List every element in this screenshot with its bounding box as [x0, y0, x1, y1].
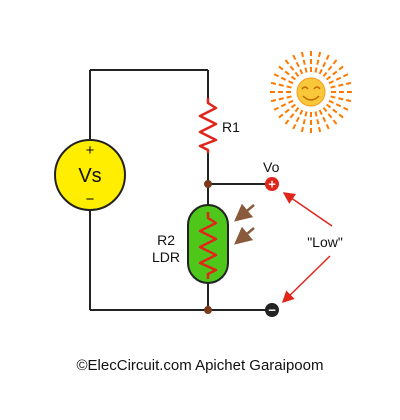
sun-left-eye	[301, 86, 309, 90]
sun-face	[296, 77, 326, 107]
sun-ray	[291, 109, 304, 133]
incident-light-arrows	[234, 203, 255, 245]
ldr-r2: R2 LDR	[152, 204, 229, 284]
vo-plus-terminal	[265, 177, 279, 191]
sun-ray	[326, 63, 347, 81]
low-label: "Low"	[307, 234, 343, 250]
sun-ray	[328, 99, 352, 112]
ldr-zigzag	[198, 212, 218, 279]
source-plus-sign: +	[86, 142, 95, 159]
low-annotation: "Low"	[281, 192, 343, 304]
vo-plus-sign: +	[268, 177, 276, 192]
sun-ray	[322, 107, 340, 128]
output-terminal-negative: −	[265, 303, 279, 318]
sun-ray	[270, 99, 294, 112]
ldr-label-ldr: LDR	[152, 249, 180, 265]
low-arrow-down	[281, 255, 331, 304]
copyright-credit: ©ElecCircuit.com Apichet Garaipoom	[76, 357, 324, 374]
sun-ray	[267, 81, 292, 89]
sun-ray	[282, 107, 300, 128]
sun-rays	[267, 48, 355, 136]
sun-icon	[267, 48, 355, 136]
source-circle	[54, 139, 126, 211]
vo-minus-sign: −	[268, 303, 276, 318]
sun-ray	[322, 56, 340, 77]
junction-dot-bottom	[204, 306, 212, 314]
light-arrow-2	[234, 226, 255, 245]
sun-ray	[330, 95, 355, 103]
sun-ray	[330, 81, 355, 89]
sun-ray	[275, 103, 296, 121]
low-arrow-up	[282, 192, 333, 227]
sun-ray	[314, 111, 322, 136]
sun-smile	[302, 95, 320, 101]
vo-label: Vo	[263, 159, 280, 175]
sun-ray	[314, 48, 322, 73]
sun-ray	[291, 51, 304, 75]
sun-ray	[326, 103, 347, 121]
sun-ray	[267, 95, 292, 103]
vo-minus-terminal	[265, 303, 279, 317]
voltage-source: Vs + −	[54, 139, 126, 211]
sun-right-eye	[313, 86, 321, 90]
sun-ray	[300, 111, 308, 136]
resistor-r1: R1	[198, 98, 240, 153]
sun-ray	[270, 72, 294, 85]
output-terminal-positive: + Vo	[263, 159, 280, 192]
sun-ray	[318, 109, 331, 133]
sun-ray	[275, 63, 296, 81]
r1-zigzag	[198, 98, 218, 153]
source-minus-sign: −	[86, 191, 95, 208]
light-arrow-1	[234, 203, 255, 222]
sun-ray	[318, 51, 331, 75]
sun-ray	[328, 72, 352, 85]
junction-dot-top	[204, 180, 212, 188]
r1-label: R1	[222, 119, 240, 135]
sun-ray	[300, 48, 308, 73]
ldr-label-r2: R2	[157, 232, 175, 248]
circuit-wires	[89, 69, 270, 311]
sun-ray	[282, 56, 300, 77]
source-label: Vs	[78, 165, 101, 187]
